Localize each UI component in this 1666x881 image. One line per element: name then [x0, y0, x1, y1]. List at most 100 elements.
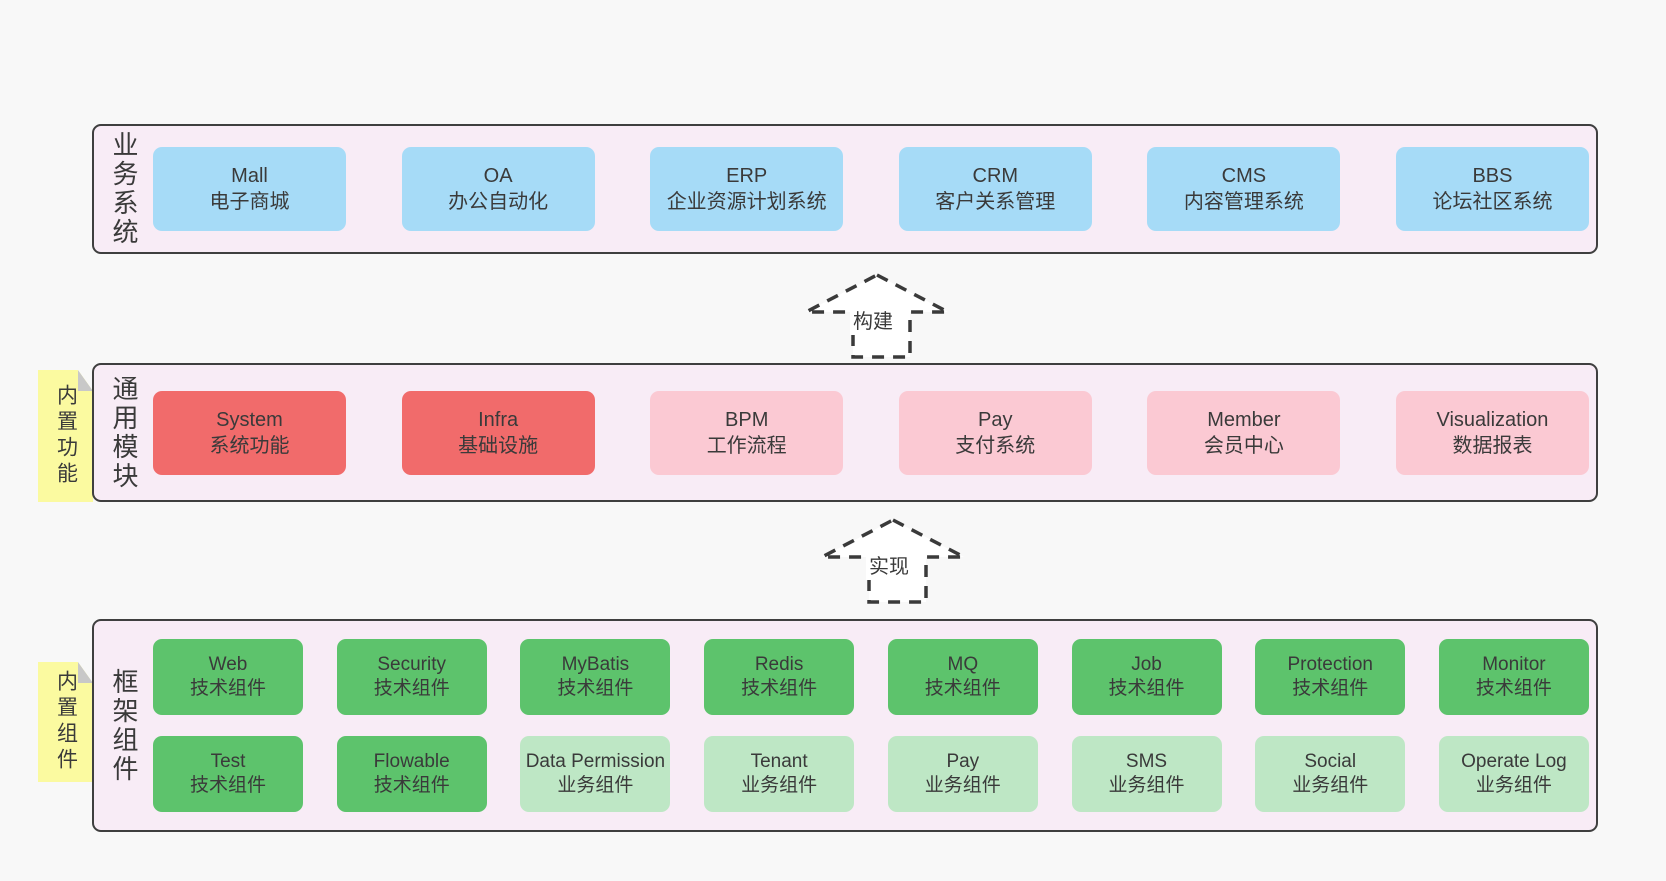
component-box-flowable: Flowable 技术组件	[336, 736, 487, 812]
box-title-en: MyBatis	[561, 654, 630, 675]
box-title-en: Infra	[478, 408, 519, 431]
band-label-framework-components: 框架组件	[109, 667, 139, 784]
box-subtitle-zh: 技术组件	[373, 775, 450, 796]
box-subtitle-zh: 技术组件	[1108, 678, 1185, 699]
box-subtitle-zh: 业务组件	[1292, 775, 1369, 796]
box-subtitle-zh: 技术组件	[557, 678, 634, 699]
box-title-en: Protection	[1287, 654, 1373, 675]
component-box-bbs: BBS 论坛社区系统	[1395, 147, 1589, 231]
arrow-label-build: 构建	[850, 309, 896, 335]
box-subtitle-zh: 技术组件	[1475, 678, 1552, 699]
box-title-en: Visualization	[1436, 408, 1549, 431]
box-subtitle-zh: 电子商城	[209, 191, 290, 213]
box-subtitle-zh: 系统功能	[209, 434, 290, 457]
component-box-cms: CMS 内容管理系统	[1147, 147, 1341, 231]
box-subtitle-zh: 业务组件	[1108, 775, 1185, 796]
component-box-monitor: Monitor 技术组件	[1438, 639, 1589, 715]
component-box-member: Member 会员中心	[1147, 390, 1341, 475]
component-box-pay: Pay 业务组件	[887, 736, 1038, 812]
sticky-note-builtin-features-text: 内置功能	[54, 384, 78, 488]
box-subtitle-zh: 业务组件	[557, 775, 634, 796]
box-title-en: Monitor	[1482, 654, 1546, 675]
box-subtitle-zh: 数据报表	[1452, 434, 1533, 457]
box-title-en: Member	[1207, 408, 1281, 431]
box-subtitle-zh: 办公自动化	[448, 191, 549, 213]
box-title-en: BBS	[1472, 165, 1513, 187]
box-title-en: Tenant	[750, 751, 808, 772]
component-box-web: Web 技术组件	[153, 639, 303, 715]
component-box-erp: ERP 企业资源计划系统	[650, 147, 844, 231]
component-box-social: Social 业务组件	[1255, 736, 1406, 812]
box-subtitle-zh: 技术组件	[1292, 678, 1369, 699]
box-subtitle-zh: 技术组件	[741, 678, 818, 699]
component-box-data-permission: Data Permission 业务组件	[520, 736, 671, 812]
box-subtitle-zh: 工作流程	[706, 434, 787, 457]
box-title-en: MQ	[947, 654, 979, 675]
note-fold-corner-icon	[78, 662, 93, 683]
box-subtitle-zh: 论坛社区系统	[1432, 191, 1553, 213]
box-subtitle-zh: 客户关系管理	[935, 191, 1056, 213]
box-subtitle-zh: 技术组件	[189, 775, 266, 796]
box-title-en: Test	[210, 751, 246, 772]
component-box-protection: Protection 技术组件	[1255, 639, 1406, 715]
box-subtitle-zh: 技术组件	[189, 678, 266, 699]
component-box-system: System 系统功能	[153, 390, 346, 475]
box-title-en: Social	[1304, 751, 1357, 772]
box-title-en: Web	[208, 654, 248, 675]
box-subtitle-zh: 技术组件	[373, 678, 450, 699]
box-subtitle-zh: 业务组件	[924, 775, 1001, 796]
box-title-en: Pay	[946, 751, 980, 772]
box-subtitle-zh: 业务组件	[1475, 775, 1552, 796]
box-title-en: Operate Log	[1461, 751, 1567, 772]
sticky-note-builtin-components-text: 内置组件	[54, 670, 78, 774]
arrow-label-implement: 实现	[866, 554, 912, 580]
component-box-operate-log: Operate Log 业务组件	[1438, 736, 1589, 812]
box-title-en: CRM	[972, 165, 1019, 187]
box-title-en: Pay	[978, 408, 1013, 431]
component-box-sms: SMS 业务组件	[1071, 736, 1222, 812]
band-label-business-systems: 业务系统	[109, 131, 139, 247]
component-box-tenant: Tenant 业务组件	[704, 736, 855, 812]
component-box-mq: MQ 技术组件	[887, 639, 1038, 715]
component-box-bpm: BPM 工作流程	[650, 390, 844, 475]
box-title-en: Mall	[231, 165, 268, 187]
box-subtitle-zh: 会员中心	[1203, 434, 1284, 457]
note-fold-corner-icon	[78, 370, 93, 391]
component-box-mall: Mall 电子商城	[153, 147, 346, 231]
component-box-mybatis: MyBatis 技术组件	[520, 639, 671, 715]
box-title-en: Data Permission	[525, 751, 666, 772]
component-box-job: Job 技术组件	[1071, 639, 1222, 715]
box-title-en: BPM	[725, 408, 769, 431]
box-title-en: Flowable	[373, 751, 450, 772]
box-title-en: Job	[1131, 654, 1162, 675]
component-box-pay: Pay 支付系统	[898, 390, 1092, 475]
box-subtitle-zh: 业务组件	[741, 775, 818, 796]
component-box-crm: CRM 客户关系管理	[898, 147, 1092, 231]
box-subtitle-zh: 内容管理系统	[1183, 191, 1304, 213]
component-box-test: Test 技术组件	[153, 736, 303, 812]
component-box-visualization: Visualization 数据报表	[1395, 390, 1589, 475]
box-title-en: Redis	[754, 654, 804, 675]
box-title-en: ERP	[726, 165, 768, 187]
component-box-redis: Redis 技术组件	[704, 639, 855, 715]
sticky-note-builtin-components: 内置组件	[38, 662, 93, 782]
box-title-en: CMS	[1221, 165, 1267, 187]
box-title-en: Security	[377, 654, 447, 675]
box-title-en: SMS	[1125, 751, 1168, 772]
box-subtitle-zh: 支付系统	[955, 434, 1036, 457]
box-subtitle-zh: 企业资源计划系统	[666, 191, 827, 213]
component-box-security: Security 技术组件	[336, 639, 487, 715]
box-subtitle-zh: 技术组件	[924, 678, 1001, 699]
box-title-en: System	[216, 408, 283, 431]
sticky-note-builtin-features: 内置功能	[38, 370, 93, 502]
